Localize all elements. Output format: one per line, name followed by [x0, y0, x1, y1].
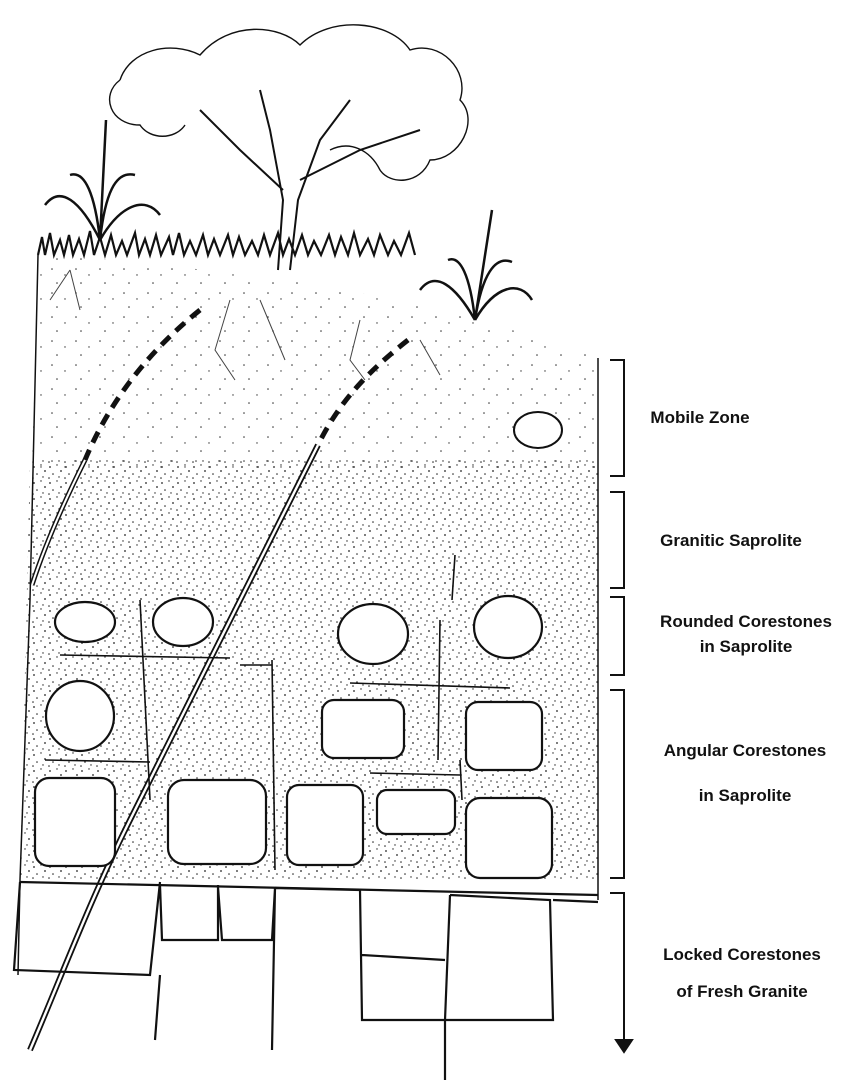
label-line: of Fresh Granite	[642, 973, 842, 1010]
left-tussock	[45, 120, 160, 240]
bracket-mobile-zone	[610, 360, 624, 476]
label-line: Mobile Zone	[640, 407, 760, 428]
rounded-corestone	[153, 598, 213, 646]
angular-corestone	[466, 798, 552, 878]
locked-corestones	[14, 882, 598, 1080]
label-angular-corestones: Angular Corestones in Saprolite	[640, 728, 850, 818]
mobile-zone-pebble	[514, 412, 562, 448]
angular-corestone	[35, 778, 115, 866]
angular-corestone	[287, 785, 363, 865]
rounded-corestone	[338, 604, 408, 664]
downward-arrow-icon	[616, 1040, 632, 1052]
label-line: in Saprolite	[636, 635, 856, 660]
right-tussock	[420, 210, 532, 320]
label-line: Rounded Corestones	[636, 610, 856, 635]
bedrock-blocks	[14, 882, 598, 1080]
tree-canopy	[110, 25, 468, 180]
rounded-corestone	[46, 681, 114, 751]
label-rounded-corestones: Rounded Corestones in Saprolite	[636, 610, 856, 659]
angular-corestone	[168, 780, 266, 864]
grass	[38, 231, 415, 255]
angular-corestone	[322, 700, 404, 758]
label-mobile-zone: Mobile Zone	[640, 407, 760, 428]
label-line: in Saprolite	[640, 773, 850, 818]
label-granitic-saprolite: Granitic Saprolite	[636, 530, 826, 551]
zone-brackets	[610, 360, 632, 1052]
label-locked-corestones: Locked Corestones of Fresh Granite	[642, 936, 842, 1011]
bracket-angular-corestones	[610, 690, 624, 878]
rounded-corestone	[474, 596, 542, 658]
tree-trunk	[200, 90, 420, 270]
bracket-granitic-saprolite	[610, 492, 624, 588]
rounded-corestone	[55, 602, 115, 642]
bracket-rounded-corestones	[610, 597, 624, 675]
label-line: Angular Corestones	[640, 728, 850, 773]
label-line: Granitic Saprolite	[636, 530, 826, 551]
label-line: Locked Corestones	[642, 936, 842, 973]
angular-corestone	[466, 702, 542, 770]
angular-corestone	[377, 790, 455, 834]
bracket-locked-corestones	[610, 893, 624, 1040]
